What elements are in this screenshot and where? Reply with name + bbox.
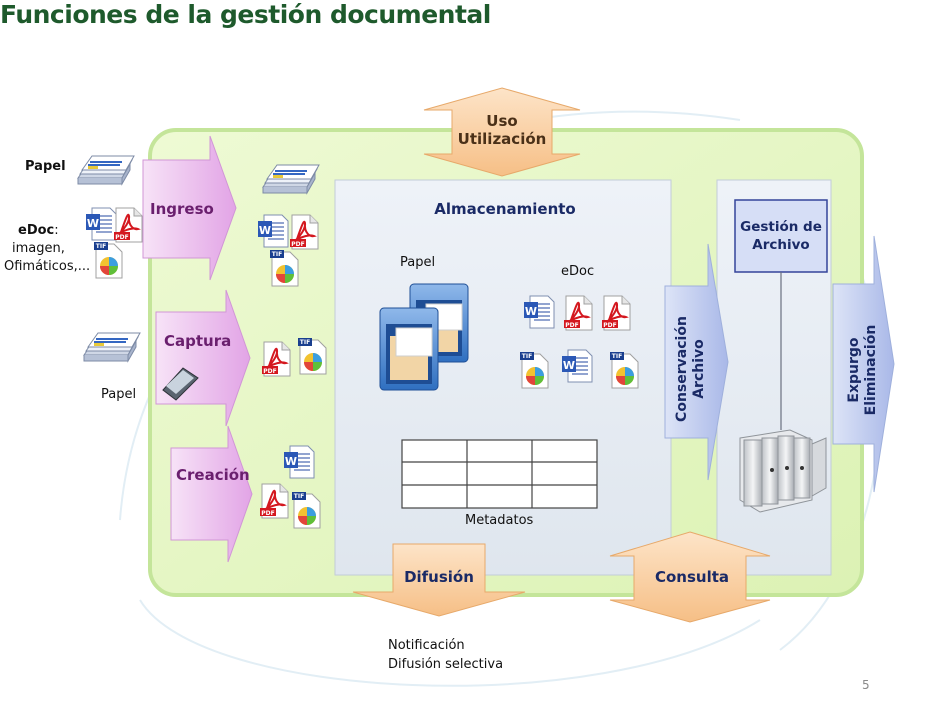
metadata-table <box>401 439 598 509</box>
conservacion-label: Conservación Archivo <box>674 314 708 424</box>
edoc-line-2: Ofimáticos,... <box>4 259 91 274</box>
uso-label: Uso Utilización <box>452 112 552 148</box>
ingreso-arrow <box>142 135 237 281</box>
icon-glyph-label: W <box>285 455 297 468</box>
file-box-icon <box>379 307 439 391</box>
edoc-line-1: imagen, <box>12 241 65 256</box>
ingreso-label: Ingreso <box>150 200 214 218</box>
icon-glyph-label: PDF <box>263 368 276 375</box>
icon-glyph-label: PDF <box>115 234 128 241</box>
creacion-arrow <box>170 425 253 563</box>
gestion-archivo-label: Gestión de Archivo <box>735 218 827 254</box>
page-number: 5 <box>862 678 870 692</box>
storage-title: Almacenamiento <box>434 200 576 218</box>
difusion-selectiva-label: Difusión selectiva <box>388 657 504 672</box>
papel-label-2: Papel <box>101 387 137 402</box>
storage-papel-label: Papel <box>400 255 436 270</box>
edoc-colon: : <box>54 223 59 238</box>
paper-stack-icon <box>77 155 135 185</box>
icon-glyph-label: PDF <box>565 322 578 329</box>
papel-label: Papel <box>25 159 66 174</box>
icon-glyph-label: PDF <box>291 241 304 248</box>
metadatos-label: Metadatos <box>465 513 534 528</box>
difusion-arrow <box>352 543 526 617</box>
uso-arrow <box>423 87 581 177</box>
captura-label: Captura <box>164 332 232 350</box>
gestion-archivo-box <box>734 199 828 273</box>
icon-glyph-label: TIF <box>300 339 310 346</box>
expurgo-line-1: Expurgo <box>846 337 862 403</box>
notificacion-label: Notificación <box>388 638 465 653</box>
icon-glyph-label: TIF <box>272 251 282 258</box>
icon-glyph-label: TIF <box>612 353 622 360</box>
page-title: Funciones de la gestión documental <box>0 0 491 29</box>
icon-glyph-label: W <box>259 224 271 237</box>
icon-glyph-label: TIF <box>96 243 106 250</box>
consulta-label: Consulta <box>654 568 730 586</box>
icon-glyph-label: W <box>87 217 99 230</box>
conservacion-line-1: Conservación <box>674 316 690 422</box>
conservacion-line-2: Archivo <box>691 339 707 399</box>
gestion-line-1: Gestión de <box>740 219 822 235</box>
icon-glyph-label: TIF <box>294 493 304 500</box>
expurgo-label: Expurgo Eliminación <box>846 315 880 425</box>
icon-glyph-label: W <box>563 359 575 372</box>
icon-glyph-label: PDF <box>261 510 274 517</box>
conservacion-arrow <box>664 243 729 481</box>
edoc-label-line: eDoc: <box>18 222 59 239</box>
expurgo-arrow <box>832 235 895 493</box>
consulta-arrow <box>609 531 771 623</box>
paper-stack-icon <box>83 332 141 362</box>
gestion-line-2: Archivo <box>752 237 810 253</box>
difusion-label: Difusión <box>404 568 474 586</box>
uso-line-1: Uso <box>486 112 518 130</box>
icon-glyph-label: TIF <box>522 353 532 360</box>
uso-line-2: Utilización <box>457 130 547 148</box>
edoc-label: eDoc <box>18 223 55 238</box>
scanner-icon <box>162 367 199 401</box>
creacion-label: Creación <box>176 466 250 484</box>
icon-glyph-label: W <box>525 305 537 318</box>
storage-edoc-label: eDoc <box>561 264 595 279</box>
filing-cabinet-icon <box>739 429 827 513</box>
icon-glyph-label: PDF <box>603 322 616 329</box>
expurgo-line-2: Eliminación <box>863 324 879 416</box>
